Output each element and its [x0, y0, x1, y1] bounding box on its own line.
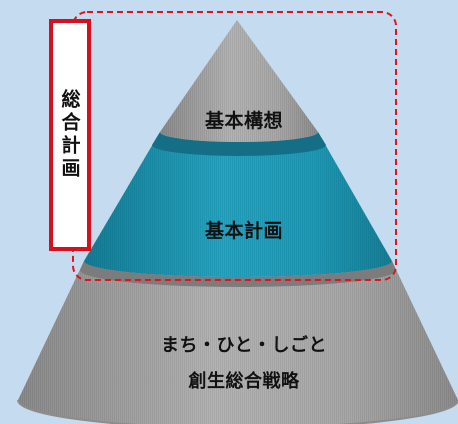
comprehensive-plan-label-box: 総合計画: [49, 19, 91, 251]
tier-label-basic-plan: 基本計画: [204, 220, 283, 242]
comprehensive-plan-label: 総合計画: [58, 89, 81, 181]
tier-label-strategy-line1: まち・ひと・しごと: [161, 335, 327, 356]
tier-label-strategy-line2: 創生総合戦略: [188, 371, 300, 392]
tier-label-basic-concept: 基本構想: [204, 110, 283, 132]
